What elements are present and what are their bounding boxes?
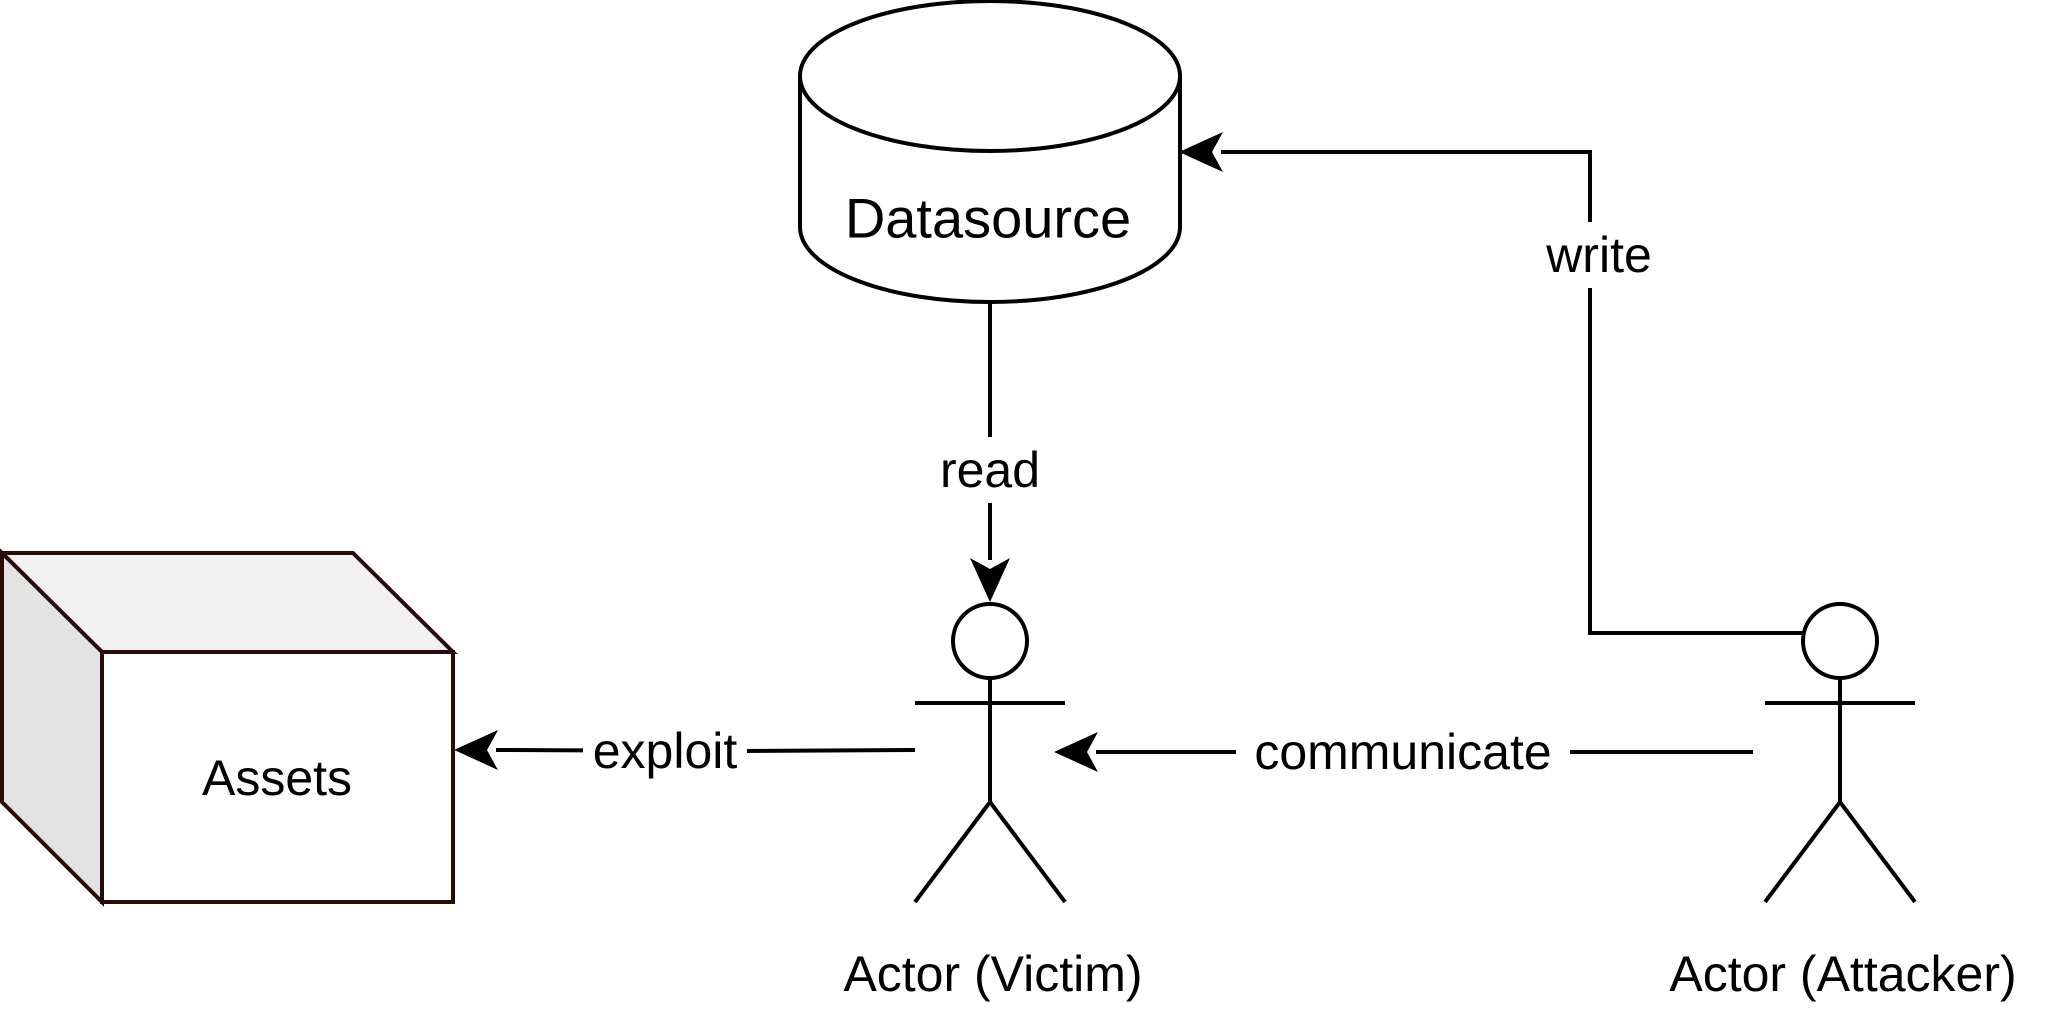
assets-node[interactable]: Assets xyxy=(0,548,458,907)
datasource-node[interactable]: Datasource xyxy=(798,0,1182,304)
write-edge[interactable]: write xyxy=(1179,132,1803,635)
write-edge-line xyxy=(1179,132,1803,635)
attacker-actor[interactable]: Actor (Attacker) xyxy=(1669,602,2017,1002)
stick-figure-icon xyxy=(1763,602,1917,904)
communicate-edge-label: communicate xyxy=(1254,724,1551,780)
cylinder-top xyxy=(798,0,1182,153)
attacker-label: Actor (Attacker) xyxy=(1669,946,2016,1002)
read-edge[interactable]: read xyxy=(930,302,1052,602)
victim-actor[interactable]: Actor (Victim) xyxy=(843,602,1143,1002)
exploit-edge-label: exploit xyxy=(593,723,738,779)
datasource-label: Datasource xyxy=(845,187,1131,250)
exploit-edge[interactable]: exploit xyxy=(454,718,916,784)
assets-label: Assets xyxy=(202,750,352,806)
victim-label: Actor (Victim) xyxy=(843,946,1142,1002)
read-edge-label: read xyxy=(940,442,1040,498)
stick-figure-icon xyxy=(913,602,1067,904)
cube-icon xyxy=(100,650,455,904)
communicate-edge[interactable]: communicate xyxy=(1054,719,1753,785)
write-edge-label: write xyxy=(1545,227,1652,283)
